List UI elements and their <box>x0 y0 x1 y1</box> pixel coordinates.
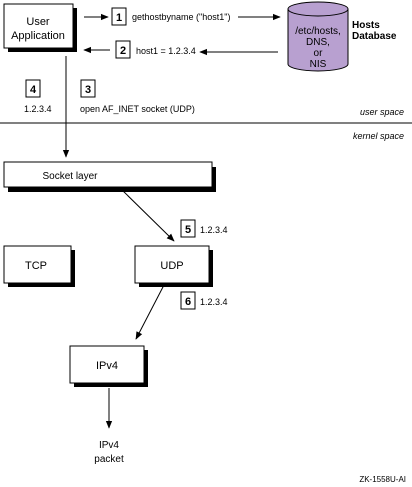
step-6-number: 6 <box>185 296 191 308</box>
udp-to-ipv4-arrow <box>135 284 165 340</box>
user-application-label-line2: Application <box>11 30 65 42</box>
step-4-text: 1.2.3.4 <box>24 104 52 114</box>
step-2-text: host1 = 1.2.3.4 <box>136 46 196 56</box>
database-label-line1: /etc/hosts, <box>295 26 341 37</box>
step-1-number-box <box>111 7 127 26</box>
ipv4-label: IPv4 <box>96 360 118 372</box>
step-6-text: 1.2.3.4 <box>200 297 228 307</box>
tcp-node: TCP <box>3 245 75 287</box>
udp-label: UDP <box>160 260 183 272</box>
step-5-text: 1.2.3.4 <box>200 225 228 235</box>
step-5-number: 5 <box>185 224 191 236</box>
step-1: 1 gethostbyname ("host1") <box>84 7 281 26</box>
database-cylinder-top <box>287 1 349 17</box>
step-5: 5 1.2.3.4 <box>180 219 228 238</box>
ipv4-packet-label-line1: IPv4 <box>99 440 119 451</box>
step-2-number-box <box>115 40 131 59</box>
ipv4-box <box>69 345 145 384</box>
database-title-line1: Hosts <box>352 20 380 31</box>
step-4: 4 1.2.3.4 <box>24 79 52 114</box>
step-3-text: open AF_INET socket (UDP) <box>80 104 195 114</box>
kernel-space-label: kernel space <box>353 131 404 141</box>
tcp-box <box>3 245 72 284</box>
step-1-number: 1 <box>116 12 122 24</box>
space-divider: user space kernel space <box>0 107 412 141</box>
database-label-line4: NIS <box>310 59 327 70</box>
ipv4-packet-label-line2: packet <box>94 454 124 465</box>
database-label-line2: DNS, <box>306 37 330 48</box>
figure-id: ZK-1558U-AI <box>359 475 406 484</box>
socket-to-udp-arrow <box>119 187 175 242</box>
step-2: 2 host1 = 1.2.3.4 <box>83 40 278 59</box>
step-5-number-box <box>180 219 196 238</box>
socket-layer-label: Socket layer <box>42 171 98 182</box>
step-3-number: 3 <box>85 84 91 96</box>
tcp-label: TCP <box>25 260 47 272</box>
user-application-node: User Application <box>3 3 77 52</box>
socket-layer-node: Socket layer <box>3 161 216 192</box>
step-6: 6 1.2.3.4 <box>180 291 228 310</box>
database-label-line3: or <box>314 48 324 59</box>
user-application-label-line1: User <box>26 16 50 28</box>
database-title-line2: Database <box>352 31 397 42</box>
step-3-number-box <box>80 79 96 98</box>
hosts-database-node: /etc/hosts, DNS, or NIS Hosts Database <box>287 1 397 72</box>
database-cylinder-body <box>287 9 349 72</box>
step-3: 3 open AF_INET socket (UDP) <box>80 79 195 114</box>
user-application-box <box>3 3 74 49</box>
step-4-number-box <box>25 79 41 98</box>
ipv4-node: IPv4 <box>69 345 148 387</box>
user-space-label: user space <box>360 107 404 117</box>
udp-box <box>134 245 210 284</box>
step-2-number: 2 <box>120 45 126 57</box>
step-6-number-box <box>180 291 196 310</box>
step-1-text: gethostbyname ("host1") <box>132 12 230 22</box>
udp-node: UDP <box>134 245 213 287</box>
step-4-number: 4 <box>30 84 37 96</box>
socket-layer-box <box>3 161 213 188</box>
